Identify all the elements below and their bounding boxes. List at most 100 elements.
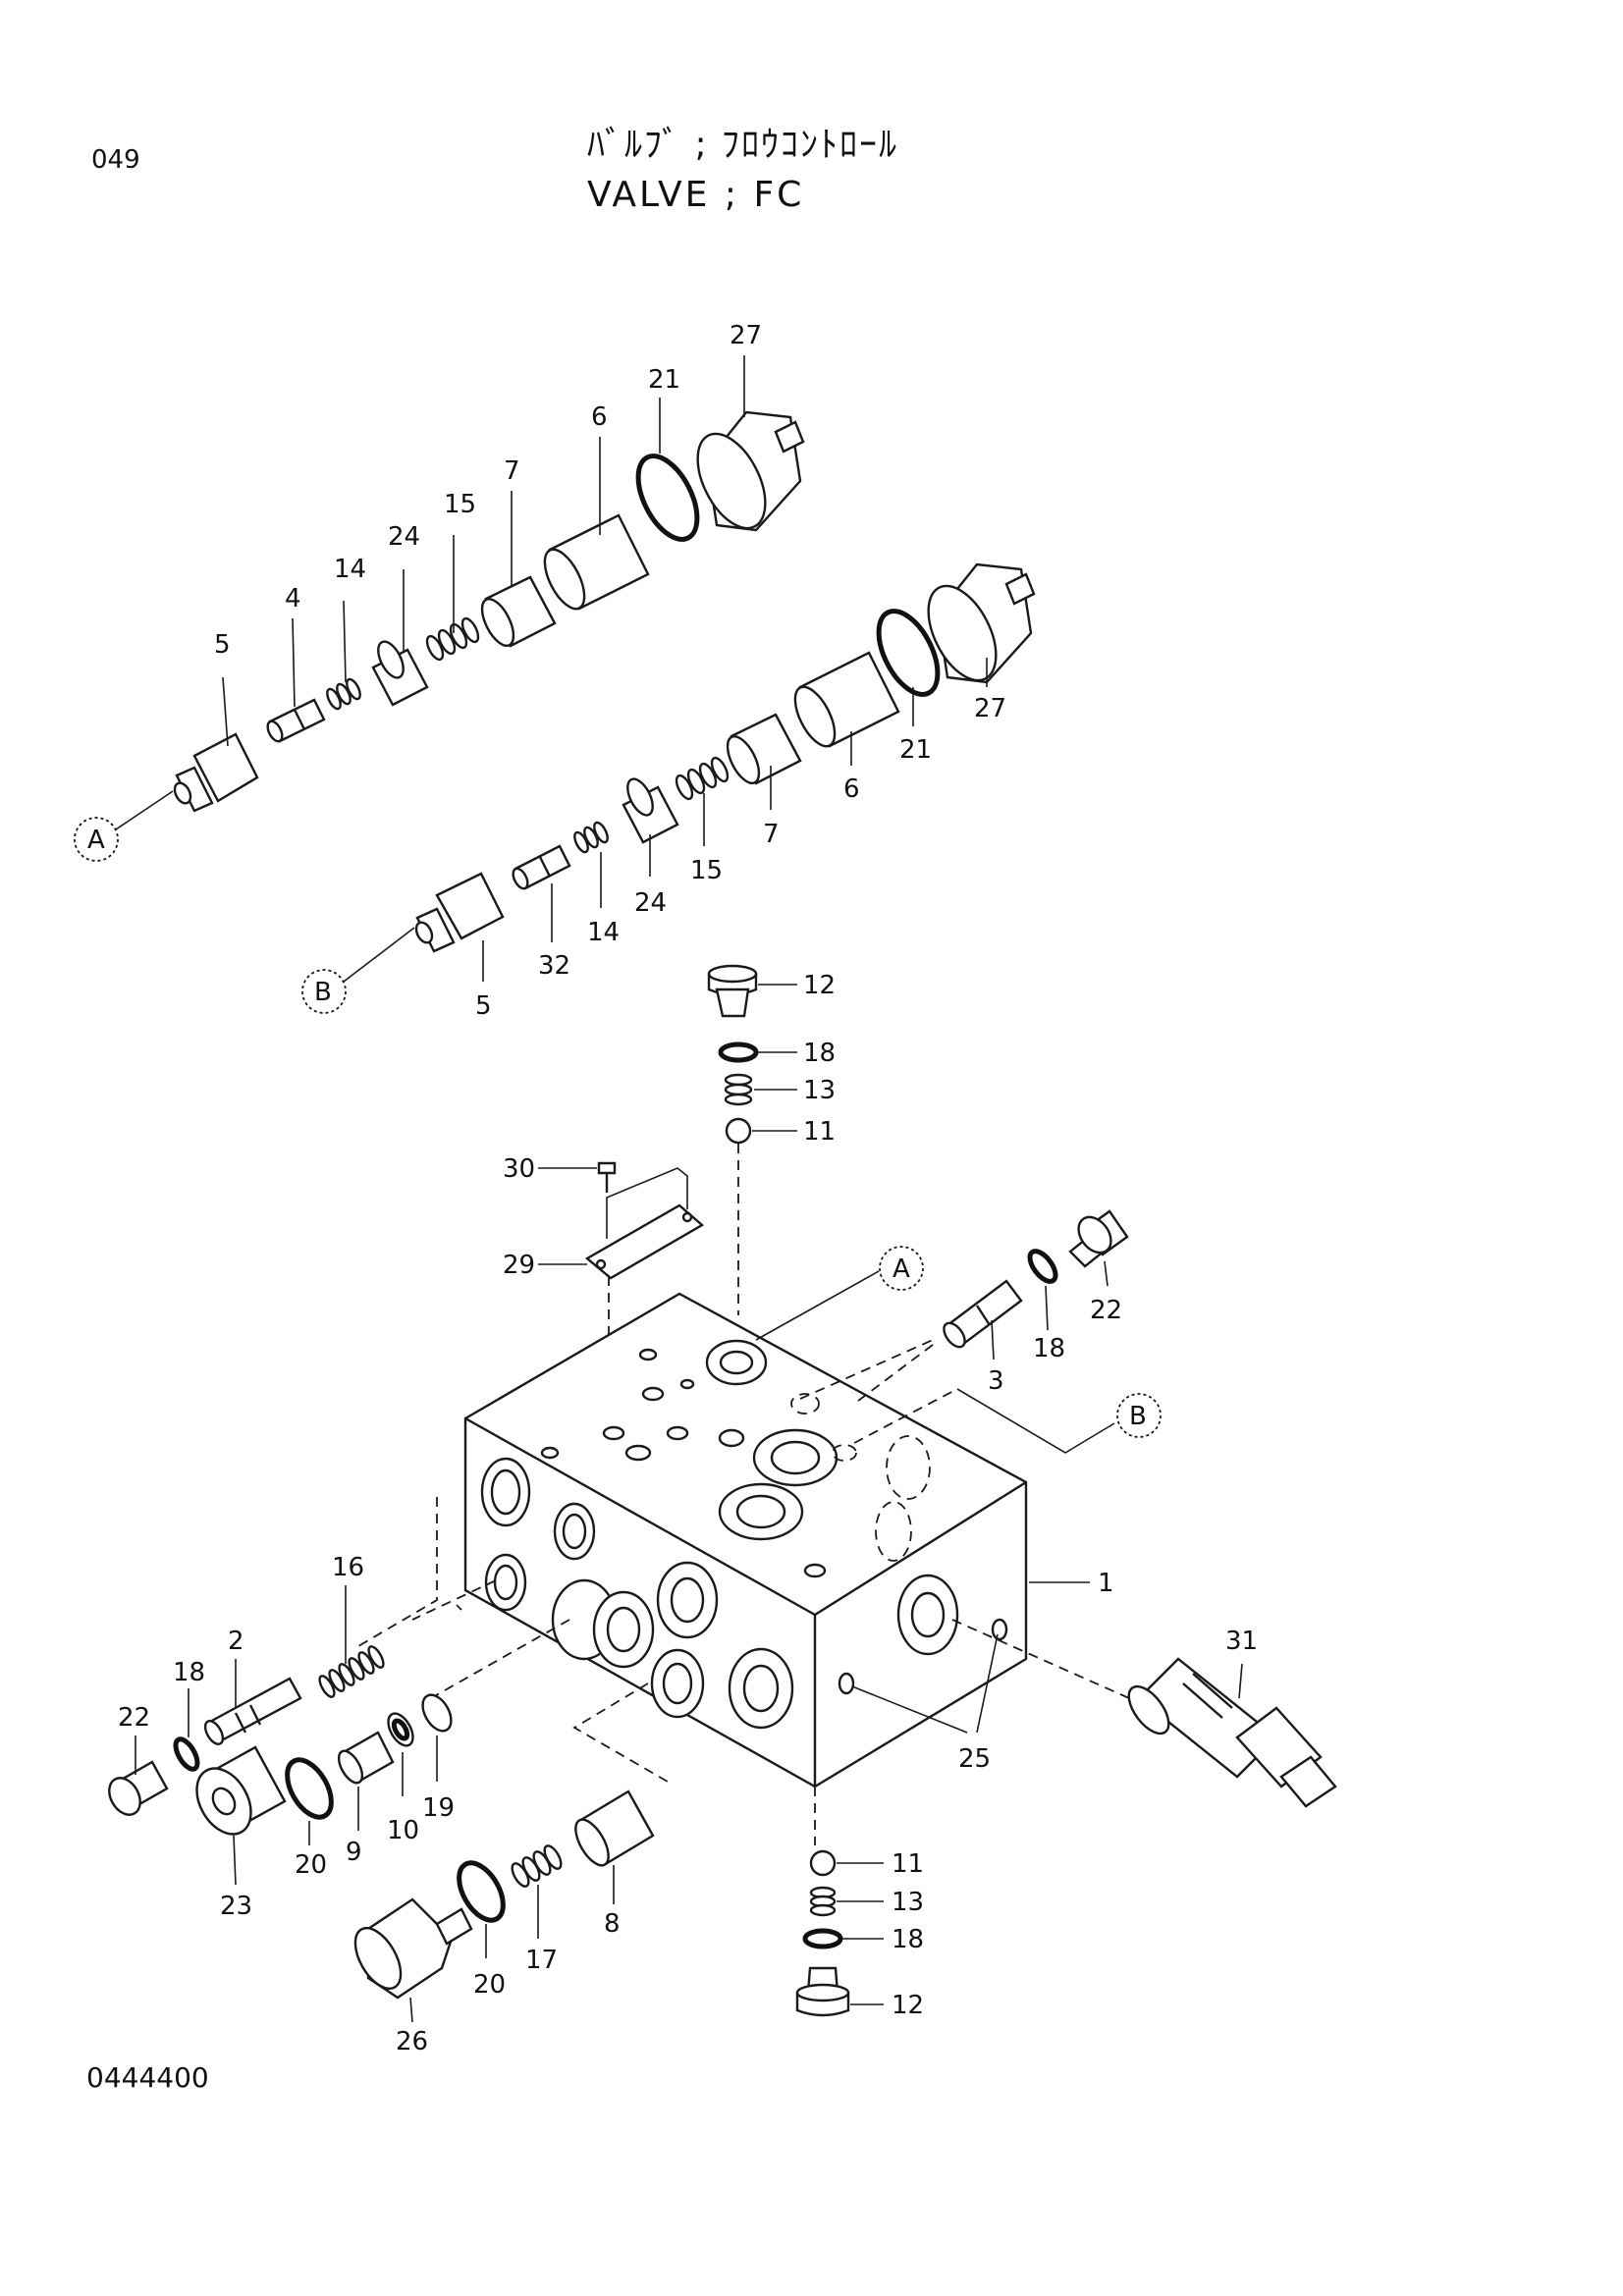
label-14-a: 14 [334,555,366,584]
part-7-b [726,713,802,785]
part-19 [421,1693,453,1733]
part-22-left [108,1760,169,1816]
part-14-b [573,821,609,854]
ref-circle-a-top [74,817,119,862]
part-5-b [414,872,505,953]
ref-label-a-body: A [893,1255,910,1284]
drawing-code: 0444400 [86,2061,209,2094]
part-26 [353,1897,473,2000]
label-15-a: 15 [444,490,476,519]
title-english: VALVE ; FC [587,175,805,215]
ref-circle-b-mid [301,969,347,1014]
screw-30: 30 [503,1154,617,1433]
part-24-b [622,777,679,844]
label-25: 25 [958,1744,991,1774]
label-19: 19 [422,1793,455,1823]
label-6-a: 6 [591,402,608,432]
label-6-b: 6 [843,774,860,804]
part-15-b [675,756,730,801]
label-27-a: 27 [730,321,762,350]
part-20-left [285,1757,334,1820]
label-21-a: 21 [648,365,680,395]
assembly-a: A 5 4 14 24 15 7 6 21 27 [74,321,805,862]
part-7-a [480,575,557,648]
part-18-right [1027,1249,1058,1284]
part-10 [387,1712,414,1747]
part-18-top [718,1041,759,1063]
part-18-bottom [802,1928,843,1949]
bottom-check-stack: 11 13 18 12 [795,1849,924,2020]
part-15-a [425,616,480,662]
part-9 [337,1731,395,1785]
ref-label-b-mid: B [314,978,332,1007]
label-24-b: 24 [634,888,667,918]
label-13-top: 13 [803,1076,836,1105]
label-11-bottom: 11 [892,1849,924,1879]
label-7-b: 7 [763,820,780,849]
part-8 [574,1789,655,1867]
label-18-top: 18 [803,1039,836,1068]
label-2: 2 [228,1627,244,1656]
ref-circle-b-body [1116,1393,1162,1438]
ref-label-a-top: A [87,826,105,855]
label-22-right: 22 [1090,1296,1122,1325]
part-12-bottom [795,1966,850,2017]
label-18-right: 18 [1033,1334,1065,1363]
label-31: 31 [1225,1627,1258,1656]
part-27-b [927,562,1036,684]
top-check-stack: 12 18 13 11 [707,964,836,1315]
label-29: 29 [503,1251,535,1280]
part-6-b [793,651,900,748]
label-1: 1 [1098,1569,1114,1598]
ref-label-b-body: B [1129,1402,1147,1431]
label-21-b: 21 [899,735,932,765]
label-20-lower: 20 [473,1970,506,2000]
label-12-top: 12 [803,971,836,1000]
part-21-b [876,609,941,697]
part-27-a [696,410,805,532]
part-17 [511,1844,563,1888]
part-20-lower [457,1860,506,1923]
label-26: 26 [396,2027,428,2056]
label-11-top: 11 [803,1117,836,1147]
label-15-b: 15 [690,856,723,885]
assembly-b: B 5 32 14 24 15 7 6 21 27 [301,562,1036,1021]
part-6-a [543,513,650,611]
label-18-bottom: 18 [892,1925,924,1954]
part-25-group: 25 [851,1633,999,1774]
part-11-bottom [809,1849,837,1877]
part-23 [195,1745,287,1836]
label-3: 3 [988,1366,1004,1396]
label-13-bottom: 13 [892,1888,924,1917]
ref-circle-a-body [879,1246,924,1291]
title-japanese: ﾊﾞﾙﾌﾞ ; ﾌﾛｳｺﾝﾄﾛｰﾙ [587,125,899,165]
part-2 [203,1677,302,1745]
label-27-b: 27 [974,694,1006,723]
label-5-b: 5 [475,991,492,1021]
label-18-left: 18 [173,1658,205,1687]
part-11-top [725,1117,752,1145]
part-13-bottom [809,1886,837,1917]
part-22-right [1068,1209,1129,1268]
left-lower-assembly: 16 2 18 22 23 20 [108,1497,669,2056]
label-30: 30 [503,1154,535,1184]
part-18-left [173,1736,200,1772]
part-14-a [326,677,361,711]
label-17: 17 [525,1946,558,1975]
part-5-a [173,732,259,813]
label-9: 9 [346,1838,362,1867]
page-number: 049 [91,145,140,175]
label-14-b: 14 [587,918,620,947]
part-4-a [266,698,326,743]
label-22-left: 22 [118,1703,150,1733]
plate-29: 29 [503,1167,705,1280]
part-32 [512,844,571,890]
label-7-a: 7 [504,456,520,486]
part-21-a [635,454,700,542]
label-24-a: 24 [388,522,420,552]
label-16: 16 [332,1553,364,1582]
label-8: 8 [604,1909,621,1939]
valve-body-1: 1 [463,1292,1114,1845]
part-13-top [724,1073,753,1106]
